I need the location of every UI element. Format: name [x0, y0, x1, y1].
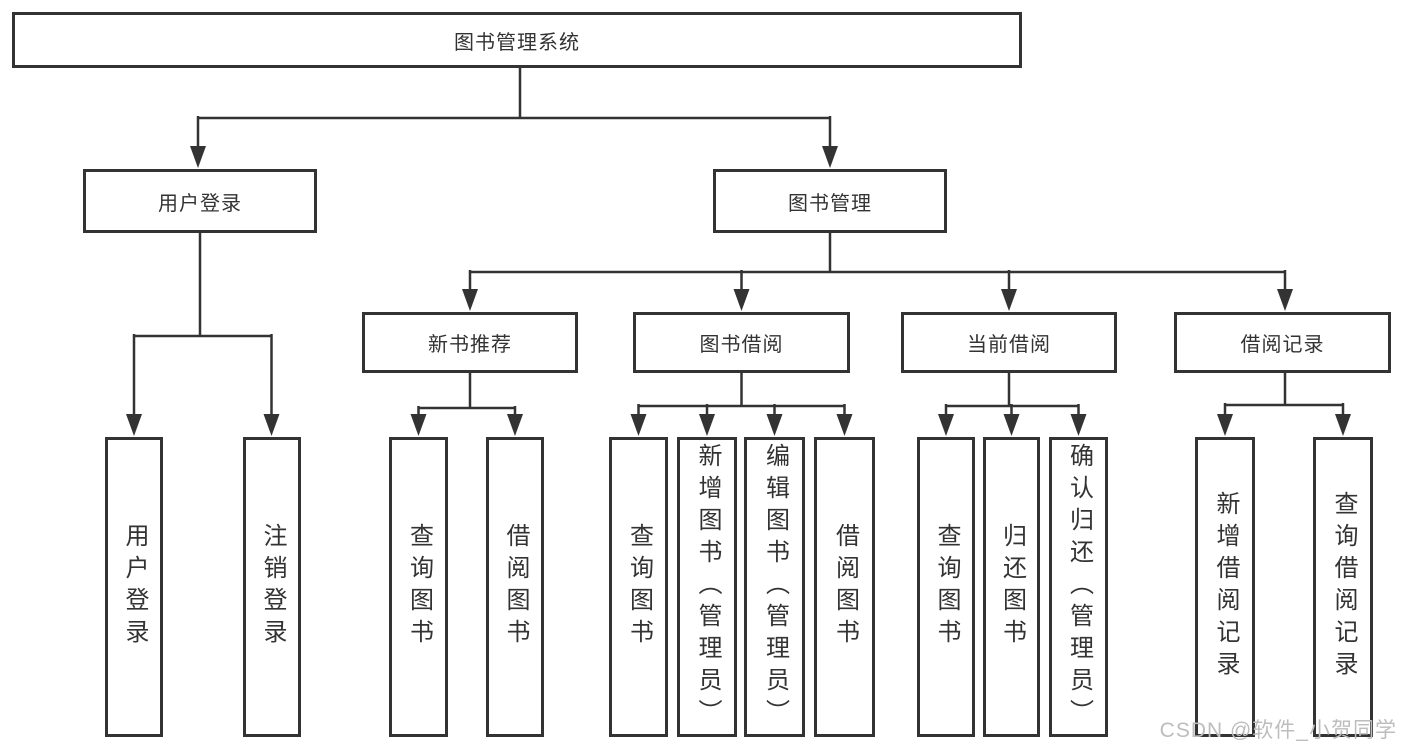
arrowhead-icon	[1070, 414, 1087, 436]
node-root-label: 图书管理系统	[454, 31, 580, 54]
leaf-cb-return-books-label: 归还图书	[998, 523, 1026, 651]
leaf-rec-borrow-books: 借阅图书	[486, 437, 544, 737]
leaf-user-login-label: 用户登录	[121, 523, 148, 651]
arrowhead-icon	[699, 414, 715, 436]
arrowhead-icon	[766, 414, 783, 436]
leaf-br-query-record-label: 查询借阅记录	[1330, 491, 1357, 683]
leaf-cb-confirm-return-admin: 确认归还（管理员）	[1049, 437, 1108, 737]
leaf-user-login: 用户登录	[105, 437, 163, 737]
leaf-bb-add-books-admin: 新增图书（管理员）	[677, 437, 737, 737]
arrowhead-icon	[733, 289, 750, 311]
node-new-book-recommend: 新书推荐	[362, 312, 578, 373]
leaf-cb-confirm-return-admin-label: 确认归还（管理员）	[1065, 443, 1093, 731]
node-book-borrowing: 图书借阅	[633, 312, 850, 373]
node-borrowing-records-label: 借阅记录	[1240, 334, 1325, 356]
arrowhead-icon	[1217, 414, 1233, 436]
leaf-bb-query-books: 查询图书	[609, 437, 668, 737]
node-book-borrowing-label: 图书借阅	[699, 334, 784, 356]
arrowhead-icon	[822, 146, 838, 168]
leaf-bb-add-books-admin-label: 新增图书（管理员）	[694, 443, 721, 731]
node-user-login-label: 用户登录	[158, 192, 242, 215]
leaf-br-add-record-label: 新增借阅记录	[1212, 491, 1239, 683]
leaf-logout-label: 注销登录	[259, 523, 286, 651]
leaf-rec-query-books-label: 查询图书	[405, 523, 433, 651]
arrowhead-icon	[1003, 414, 1020, 436]
arrowhead-icon	[462, 289, 478, 311]
arrowhead-icon	[1335, 414, 1351, 436]
leaf-cb-query-books: 查询图书	[917, 437, 975, 737]
node-current-borrowing-label: 当前借阅	[967, 334, 1051, 356]
leaf-rec-borrow-books-label: 借阅图书	[502, 523, 529, 651]
arrowhead-icon	[1277, 289, 1293, 311]
node-book-management-label: 图书管理	[788, 192, 872, 215]
leaf-bb-query-books-label: 查询图书	[625, 523, 653, 651]
node-book-management: 图书管理	[713, 169, 947, 233]
leaf-bb-borrow-books-label: 借阅图书	[831, 523, 859, 651]
arrowhead-icon	[507, 414, 523, 436]
leaf-br-add-record: 新增借阅记录	[1195, 437, 1255, 737]
watermark-csdn: CSDN @软件_小贺同学	[1159, 719, 1397, 742]
leaf-bb-borrow-books: 借阅图书	[814, 437, 875, 737]
arrowhead-icon	[938, 414, 954, 436]
leaf-bb-edit-books-admin-label: 编辑图书（管理员）	[761, 443, 789, 731]
arrowhead-icon	[410, 414, 427, 436]
arrowhead-icon	[1001, 289, 1017, 311]
leaf-cb-return-books: 归还图书	[983, 437, 1040, 737]
arrowhead-icon	[126, 414, 142, 436]
arrowhead-icon	[630, 414, 647, 436]
leaf-logout: 注销登录	[243, 437, 301, 737]
arrowhead-icon	[190, 146, 206, 168]
leaf-bb-edit-books-admin: 编辑图书（管理员）	[744, 437, 805, 737]
arrowhead-icon	[263, 414, 280, 436]
node-current-borrowing: 当前借阅	[901, 312, 1117, 373]
leaf-rec-query-books: 查询图书	[389, 437, 448, 737]
node-borrowing-records: 借阅记录	[1174, 312, 1391, 373]
node-user-login: 用户登录	[83, 169, 317, 233]
leaf-br-query-record: 查询借阅记录	[1313, 437, 1373, 737]
arrowhead-icon	[836, 414, 853, 436]
node-new-book-recommend-label: 新书推荐	[428, 334, 512, 356]
leaf-cb-query-books-label: 查询图书	[933, 523, 960, 651]
node-root: 图书管理系统	[12, 12, 1022, 68]
